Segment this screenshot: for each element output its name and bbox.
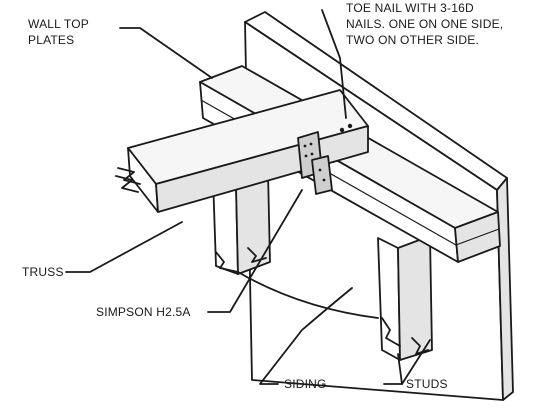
label-toe-nail-line2: NAILS. ONE ON ONE SIDE, [346, 17, 503, 31]
leader-lines [65, 9, 431, 385]
label-wall-top-plates-line1: WALL TOP [28, 17, 89, 31]
label-toe-nail-line3: TWO ON OTHER SIDE. [346, 33, 479, 47]
right-stud [377, 235, 433, 361]
toe-nails [339, 123, 353, 133]
label-studs: STUDS [406, 377, 448, 391]
label-siding: SIDING [284, 377, 327, 391]
label-simpson-h25a: SIMPSON H2.5A [96, 305, 191, 319]
label-truss: TRUSS [22, 265, 64, 279]
label-wall-top-plates-line2: PLATES [28, 33, 74, 47]
label-toe-nail-line1: TOE NAIL WITH 3-16D [346, 1, 474, 15]
simpson-tie [297, 131, 333, 195]
